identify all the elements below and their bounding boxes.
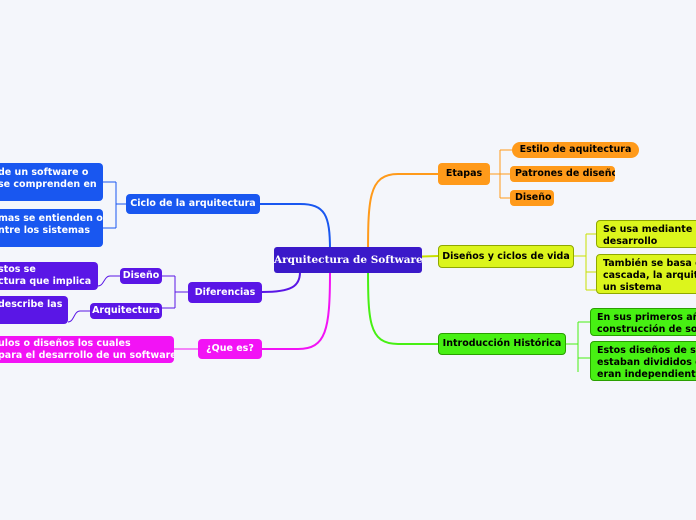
disenos-child-1[interactable]: Se usa mediante m desarrollo (596, 220, 696, 248)
link-arquitectura-detail (67, 310, 90, 323)
que-es-detail-line-1: ulos o diseños los cuales (0, 338, 131, 349)
intro-child-1-line-1: En sus primeros año (597, 312, 696, 323)
disenos-child-1-line-2: desarrollo (603, 236, 658, 247)
link-central-que-es (262, 271, 331, 350)
etapas-child-diseno[interactable]: Diseño (510, 190, 554, 206)
link-diferencias-children (162, 275, 188, 309)
que-es-detail[interactable]: ulos o diseños los cuales para el desarr… (0, 336, 174, 363)
link-central-diferencias (261, 271, 301, 293)
branch-ciclo[interactable]: Ciclo de la arquitectura (126, 194, 260, 214)
disenos-child-2[interactable]: También se basa e cascada, la arquite un… (596, 254, 696, 294)
intro-child-2-line-3: eran independientes (597, 369, 696, 380)
branch-diferencias[interactable]: Diferencias (188, 282, 262, 303)
ciclo-child-1[interactable]: de un software o se comprenden en (0, 163, 103, 201)
etapas-child-patrones[interactable]: Patrones de diseño (510, 166, 615, 182)
diferencias-child-diseno[interactable]: Diseño (120, 268, 162, 284)
ciclo-child-2[interactable]: mas se entienden o ntre los sistemas (0, 209, 103, 247)
link-intro-children (566, 321, 590, 372)
link-etapas-children (490, 149, 512, 199)
link-diseno-detail (97, 275, 120, 287)
que-es-detail-line-2: para el desarrollo de un software (0, 350, 174, 361)
intro-child-2-line-2: estaban divididos en (597, 357, 696, 368)
intro-child-2[interactable]: Estos diseños de sis estaban divididos e… (590, 341, 696, 381)
link-central-ciclo (260, 203, 331, 251)
diseno-detail[interactable]: stos se ctura que implica (0, 262, 98, 290)
arquitectura-detail-line-1: describe las (0, 299, 63, 310)
disenos-child-2-line-2: cascada, la arquite (603, 270, 696, 281)
ciclo-child-1-line-2: se comprenden en (0, 179, 97, 190)
link-ciclo-children (103, 181, 126, 229)
branch-que-es[interactable]: ¿Que es? (198, 339, 262, 359)
intro-child-2-line-1: Estos diseños de sis (597, 345, 696, 356)
ciclo-child-2-line-2: ntre los sistemas (0, 225, 90, 236)
diseno-detail-line-2: ctura que implica (0, 276, 92, 287)
disenos-child-1-line-1: Se usa mediante m (603, 224, 696, 235)
intro-child-1[interactable]: En sus primeros año construcción de soft (590, 308, 696, 336)
link-disenos-children (574, 233, 596, 291)
diseno-detail-line-1: stos se (0, 264, 36, 275)
central-topic[interactable]: Arquitectura de Software (274, 247, 422, 273)
diferencias-child-arquitectura[interactable]: Arquitectura (90, 303, 162, 319)
link-central-intro (367, 261, 438, 345)
ciclo-child-2-line-1: mas se entienden o (0, 213, 103, 224)
disenos-child-2-line-1: También se basa e (603, 258, 696, 269)
disenos-child-2-line-3: un sistema (603, 282, 662, 293)
intro-child-1-line-2: construcción de soft (597, 324, 696, 335)
branch-etapas[interactable]: Etapas (438, 163, 490, 185)
ciclo-child-1-line-1: de un software o (0, 167, 89, 178)
branch-disenos-ciclos[interactable]: Diseños y ciclos de vida (438, 245, 574, 268)
arquitectura-detail[interactable]: describe las (0, 296, 68, 324)
branch-introduccion[interactable]: Introducción Histórica (438, 333, 566, 355)
etapas-child-estilo[interactable]: Estilo de aquitectura (512, 142, 639, 158)
